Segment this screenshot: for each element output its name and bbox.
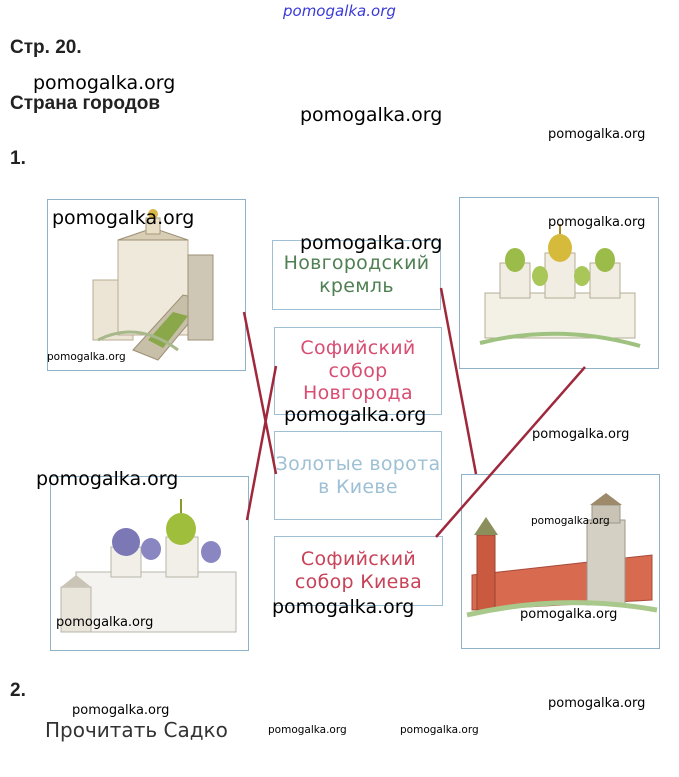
watermark: pomogalka.org: [300, 104, 443, 126]
watermark: pomogalka.org: [548, 215, 646, 230]
page-reference: Стр. 20.: [10, 37, 82, 58]
sofia-novgorod-illustration: [479, 224, 641, 348]
watermark: pomogalka.org: [548, 127, 646, 142]
watermark-top: pomogalka.org: [283, 2, 396, 20]
watermark: pomogalka.org: [56, 615, 154, 630]
task-2-number: 2.: [10, 680, 26, 701]
watermark: pomogalka.org: [520, 607, 618, 622]
watermark: pomogalka.org: [36, 468, 179, 490]
line-sofia-kiev-to-label: [245, 365, 278, 521]
task-2-text: Прочитать Садко: [45, 718, 228, 742]
watermark: pomogalka.org: [72, 703, 170, 718]
label-sofia-kiev: Софийский собор Киева: [274, 536, 443, 606]
watermark: pomogalka.org: [548, 696, 646, 711]
line-golden-gate-to-label: [242, 311, 278, 475]
sofia-kiev-picture: [50, 476, 249, 651]
watermark: pomogalka.org: [300, 232, 443, 254]
label-novgorod-kremlin: Новгородский кремль: [272, 240, 441, 310]
novgorod-kremlin-picture: [461, 474, 660, 649]
watermark: pomogalka.org: [400, 724, 479, 736]
novgorod-kremlin-illustration: [466, 493, 658, 618]
sofia-kiev-illustration: [60, 499, 237, 633]
label-golden-gate: Золотые ворота в Киеве: [274, 431, 442, 520]
golden-gate-illustration: [92, 209, 214, 361]
label-sofia-novgorod: Софийский собор Новгорода: [274, 327, 442, 415]
watermark: pomogalka.org: [268, 724, 347, 736]
task-1-number: 1.: [10, 148, 26, 169]
golden-gate-picture: [47, 199, 246, 371]
watermark: pomogalka.org: [272, 596, 415, 618]
sofia-novgorod-picture: [459, 197, 659, 369]
watermark: pomogalka.org: [532, 427, 630, 442]
watermark: pomogalka.org: [33, 72, 176, 94]
watermark: pomogalka.org: [52, 207, 195, 229]
topic-title: Страна городов: [10, 93, 161, 114]
watermark: pomogalka.org: [284, 404, 427, 426]
watermark: pomogalka.org: [47, 351, 126, 363]
watermark: pomogalka.org: [531, 515, 610, 527]
